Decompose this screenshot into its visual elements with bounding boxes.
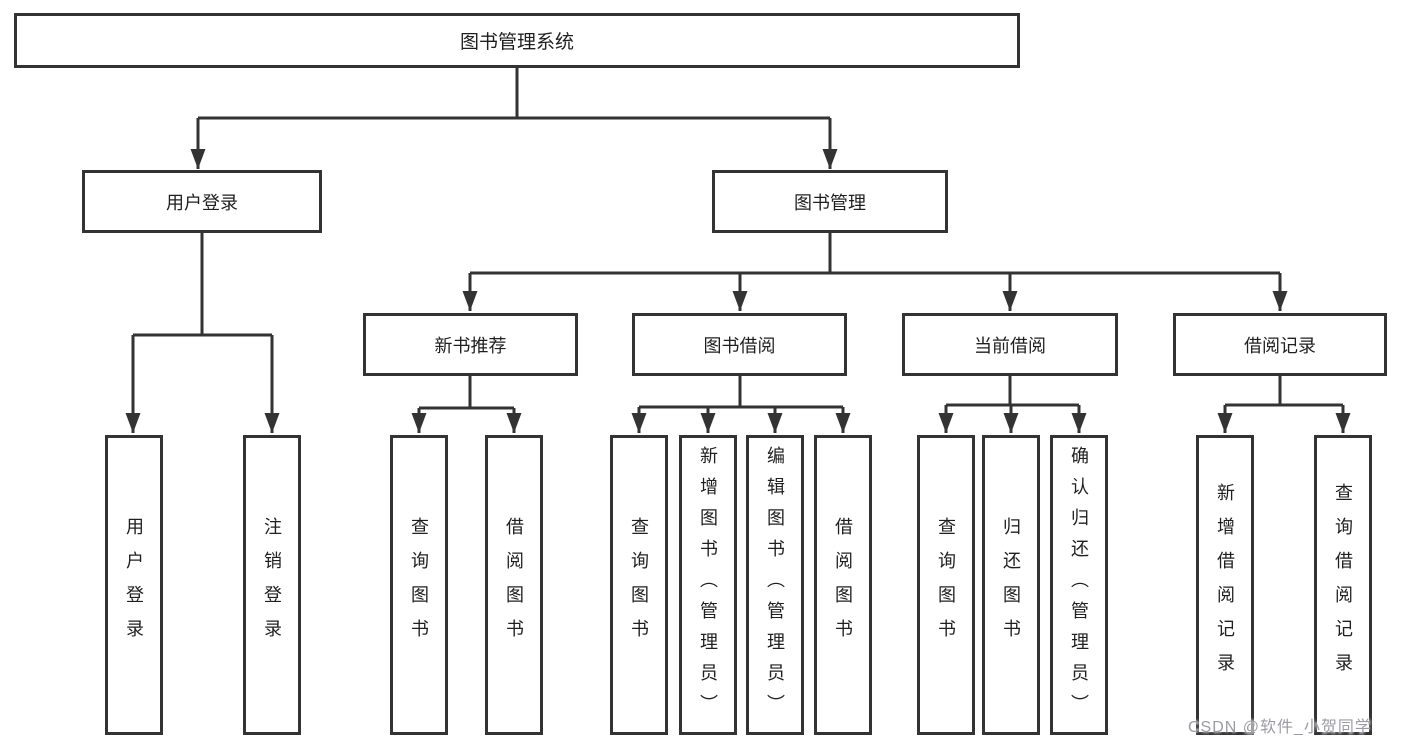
leaf-borrow-books-recommend: 借阅图书: [485, 435, 543, 735]
connector-borrow-record-children: [1217, 376, 1351, 433]
leaf-return-book: 归还图书: [982, 435, 1040, 735]
leaf-query-books-borrow: 查询图书: [610, 435, 668, 735]
leaf-user-login: 用户登录: [105, 435, 163, 735]
node-borrowing-records: 借阅记录: [1173, 313, 1387, 376]
connector-current-borrow-children: [938, 376, 1087, 433]
leaf-logout: 注销登录: [243, 435, 301, 735]
leaf-query-borrow-record: 查询借阅记录: [1314, 435, 1372, 735]
node-library-management-system: 图书管理系统: [14, 13, 1020, 68]
leaf-query-books-recommend: 查询图书: [390, 435, 448, 735]
node-book-management: 图书管理: [712, 170, 948, 233]
node-book-borrowing: 图书借阅: [632, 313, 847, 376]
leaf-query-books-current: 查询图书: [917, 435, 975, 735]
connector-book-borrow-children: [631, 376, 851, 433]
node-user-login: 用户登录: [82, 170, 322, 233]
connector-new-book-children: [411, 376, 522, 433]
leaf-borrow-books-borrow: 借阅图书: [814, 435, 872, 735]
node-new-book-recommendation: 新书推荐: [363, 313, 578, 376]
leaf-add-borrow-record: 新增借阅记录: [1196, 435, 1254, 735]
connector-root-to-level2: [190, 68, 838, 169]
connector-user-login-children: [125, 233, 280, 433]
connector-book-management-children: [462, 233, 1288, 311]
leaf-confirm-return-admin: 确认归还（管理员）: [1050, 435, 1108, 735]
leaf-edit-book-admin: 编辑图书（管理员）: [746, 435, 804, 735]
leaf-add-book-admin: 新增图书（管理员）: [679, 435, 737, 735]
csdn-watermark: CSDN @软件_小贺同学: [1188, 719, 1372, 736]
node-current-borrowing: 当前借阅: [902, 313, 1118, 376]
